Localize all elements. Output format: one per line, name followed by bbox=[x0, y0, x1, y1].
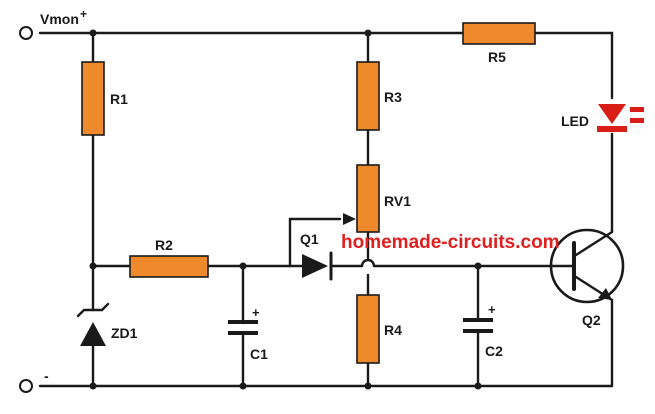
c1-plus-sign: + bbox=[252, 305, 260, 320]
r5-label: R5 bbox=[488, 49, 506, 65]
c2-capacitor[interactable] bbox=[463, 318, 493, 333]
r2-resistor[interactable] bbox=[129, 255, 209, 278]
c2-plus-sign: + bbox=[488, 302, 496, 317]
crossover-hop bbox=[360, 258, 376, 268]
q1-device[interactable] bbox=[302, 251, 333, 281]
junction-dot bbox=[239, 262, 247, 270]
led-bar bbox=[597, 126, 627, 132]
q2-outline bbox=[549, 228, 625, 304]
wiring bbox=[38, 31, 614, 388]
zener-body bbox=[80, 322, 106, 346]
junction-dot bbox=[474, 262, 482, 270]
r3-label: R3 bbox=[384, 89, 402, 105]
junction-dot bbox=[89, 29, 97, 37]
led-label: LED bbox=[561, 113, 589, 129]
vmon-label: Vmon bbox=[40, 11, 79, 27]
r4-resistor[interactable] bbox=[356, 294, 380, 364]
c1-label: C1 bbox=[250, 346, 268, 362]
led-ray-bottom bbox=[630, 118, 644, 123]
junction-dot bbox=[239, 382, 247, 390]
q1-label: Q1 bbox=[300, 231, 319, 247]
junction-dot bbox=[89, 262, 97, 270]
top-rail-right-wire bbox=[533, 31, 614, 100]
r1-label: R1 bbox=[110, 91, 128, 107]
c1-plate-bottom bbox=[228, 331, 258, 335]
led-body bbox=[598, 104, 626, 124]
junction-dot bbox=[474, 382, 482, 390]
vmon-plus-sign: + bbox=[80, 7, 87, 21]
vmon-plus-terminal[interactable] bbox=[19, 26, 33, 40]
zd1-zener-diode[interactable] bbox=[76, 302, 110, 346]
r4-label: R4 bbox=[384, 322, 402, 338]
minus-terminal[interactable] bbox=[19, 379, 33, 393]
r2-label: R2 bbox=[155, 237, 173, 253]
zener-cathode-bar bbox=[76, 302, 110, 318]
q2-collector bbox=[574, 230, 614, 257]
led-ray-top bbox=[630, 107, 644, 112]
r1-resistor[interactable] bbox=[81, 61, 105, 136]
ground-minus-sign: - bbox=[44, 368, 49, 384]
c2-plate-bottom bbox=[463, 329, 493, 333]
junction-dot bbox=[364, 29, 372, 37]
rv1-label: RV1 bbox=[384, 193, 411, 209]
watermark-text: homemade-circuits.com bbox=[341, 232, 560, 253]
c1-plate-top bbox=[228, 320, 258, 324]
wiper-wire bbox=[288, 217, 342, 268]
rv1-wiper-arrow bbox=[343, 213, 356, 225]
rv1-potentiometer[interactable] bbox=[356, 164, 380, 233]
q2-emitter-arrow bbox=[598, 288, 612, 300]
junction-dot bbox=[364, 382, 372, 390]
junction-dots bbox=[89, 29, 482, 390]
q2-transistor[interactable] bbox=[549, 228, 625, 304]
junction-dot bbox=[89, 382, 97, 390]
c2-label: C2 bbox=[485, 343, 503, 359]
q1-body bbox=[302, 254, 328, 278]
r3-resistor[interactable] bbox=[356, 61, 380, 131]
c2-plate-top bbox=[463, 318, 493, 322]
led-indicator[interactable] bbox=[597, 104, 644, 132]
zd1-label: ZD1 bbox=[111, 325, 138, 341]
c1-capacitor[interactable] bbox=[228, 320, 258, 335]
q2-label: Q2 bbox=[582, 312, 601, 328]
r5-resistor[interactable] bbox=[462, 22, 536, 45]
